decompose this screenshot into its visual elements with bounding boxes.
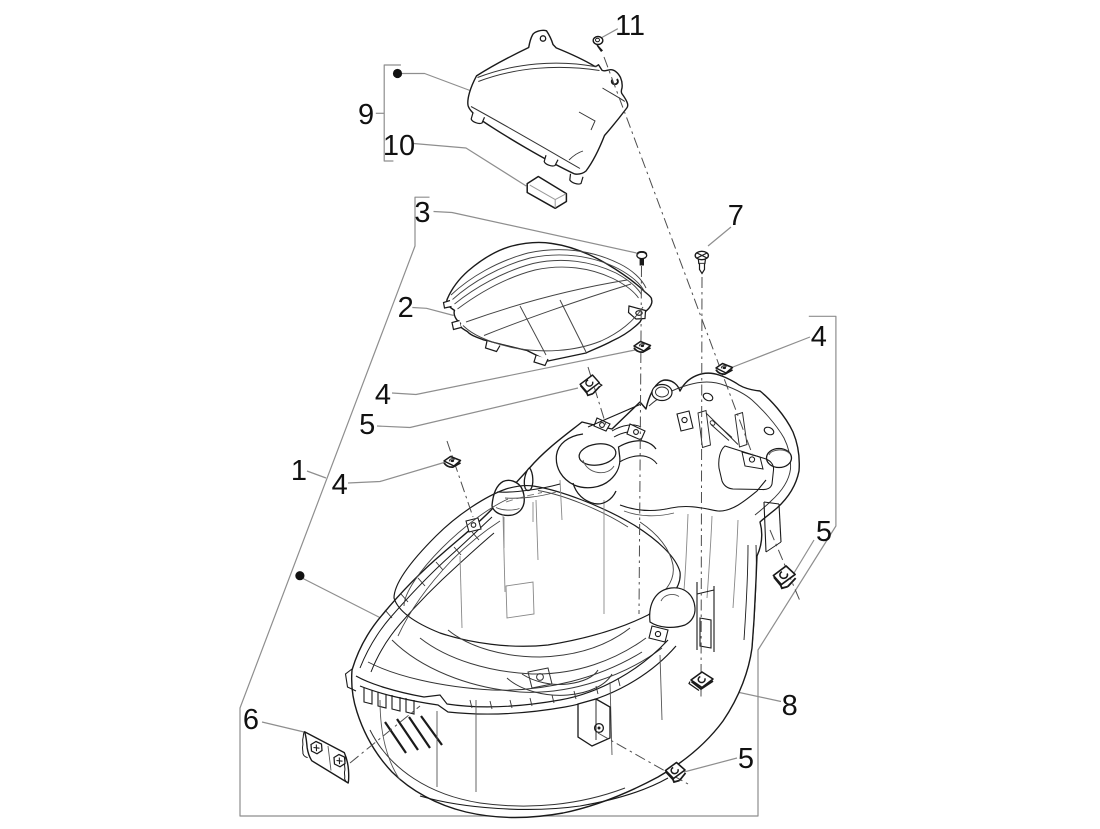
svg-text:5: 5 (359, 409, 375, 441)
svg-text:3: 3 (414, 197, 430, 229)
svg-text:8: 8 (782, 690, 798, 722)
svg-text:10: 10 (383, 130, 415, 162)
svg-text:2: 2 (398, 292, 414, 324)
svg-text:6: 6 (243, 704, 259, 736)
svg-text:4: 4 (332, 469, 348, 501)
svg-text:5: 5 (738, 743, 754, 775)
svg-text:4: 4 (375, 379, 391, 411)
svg-text:4: 4 (811, 321, 827, 353)
svg-text:7: 7 (728, 200, 744, 232)
svg-text:5: 5 (816, 516, 832, 548)
svg-text:9: 9 (358, 99, 374, 131)
svg-text:11: 11 (615, 10, 645, 42)
svg-text:1: 1 (291, 455, 307, 487)
